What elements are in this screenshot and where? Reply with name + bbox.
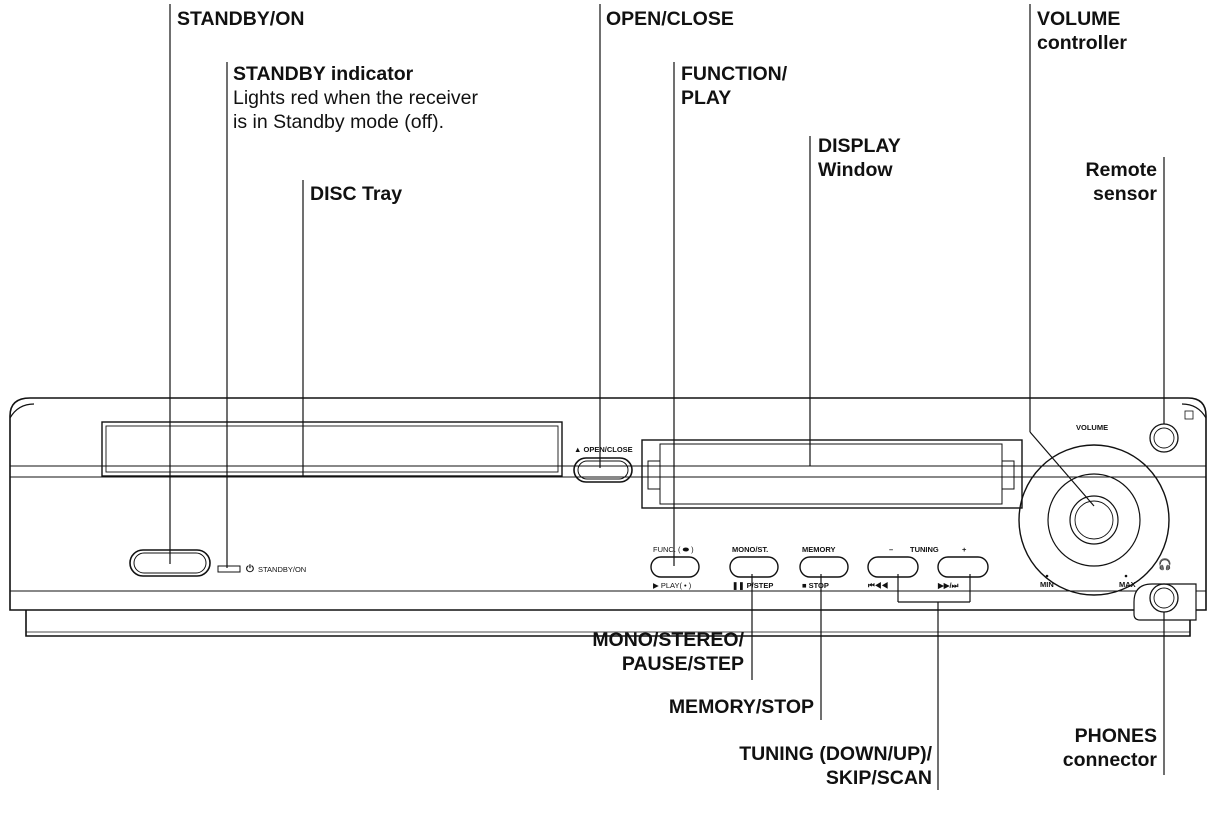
callout-volume-controller: VOLUME controller: [1037, 7, 1127, 55]
tuning-panel-label: TUNING: [910, 545, 939, 554]
skip-back-label: ⏮◀◀: [868, 581, 888, 590]
callout-standby-indicator: STANDBY indicator Lights red when the re…: [233, 62, 478, 134]
standby-power-icon: ⏻: [246, 563, 254, 575]
vol-min-dot: [1045, 574, 1049, 578]
vol-min-label: MIN: [1040, 580, 1054, 589]
callout-phones: PHONES connector: [1063, 724, 1157, 772]
func-play-button[interactable]: [650, 556, 700, 578]
callout-remote-sensor-2: sensor: [1093, 183, 1157, 205]
callout-display-window-2: Window: [818, 159, 893, 181]
memory-panel-label: MEMORY: [802, 545, 835, 554]
vol-max-label: MAX: [1119, 580, 1136, 589]
phones-jack[interactable]: [1133, 583, 1197, 621]
mono-panel-label: MONO/ST.: [732, 545, 768, 554]
callout-volume-controller-2: controller: [1037, 32, 1127, 54]
callout-memory-stop: MEMORY/STOP: [668, 696, 814, 718]
callout-standby-indicator-desc-1: Lights red when the receiver: [233, 87, 478, 109]
open-close-panel-label: ▲ OPEN/CLOSE: [574, 445, 633, 454]
receiver-body: [9, 397, 1207, 637]
callout-function-play-2: PLAY: [681, 87, 732, 109]
callout-remote-sensor: Remote sensor: [1085, 158, 1157, 206]
callout-remote-sensor-1: Remote: [1085, 159, 1157, 181]
standby-panel-label: STANDBY/ON: [258, 565, 306, 574]
callout-tuning-2: SKIP/SCAN: [825, 767, 932, 789]
callout-open-close: OPEN/CLOSE: [606, 8, 734, 30]
callout-display-window: DISPLAY Window: [818, 134, 901, 182]
remote-sensor: [1149, 410, 1194, 453]
stop-panel-label: ■ STOP: [802, 581, 829, 590]
memory-stop-button[interactable]: [799, 556, 849, 578]
callout-mono-stereo: MONO/STEREO/ PAUSE/STEP: [592, 628, 744, 676]
display-window: [641, 439, 1023, 509]
callout-phones-2: connector: [1062, 749, 1157, 771]
tuning-minus-label: –: [889, 545, 893, 554]
tuning-plus-label: +: [962, 545, 967, 554]
open-close-button[interactable]: [573, 457, 633, 483]
disc-tray[interactable]: [101, 421, 563, 477]
callout-tuning: TUNING (DOWN/UP)/ SKIP/SCAN: [739, 742, 932, 790]
mono-st-pause-button[interactable]: [729, 556, 779, 578]
skip-fwd-label: ▶▶/⏭: [937, 581, 960, 590]
volume-knob[interactable]: [1018, 444, 1170, 596]
volume-panel-label: VOLUME: [1076, 423, 1108, 432]
standby-indicator-led: [217, 565, 241, 573]
vol-max-dot: [1124, 574, 1128, 578]
callout-phones-1: PHONES: [1074, 725, 1157, 747]
callout-standby-indicator-desc-2: is in Standby mode (off).: [233, 111, 444, 133]
callout-function-play: FUNCTION/ PLAY: [681, 62, 787, 110]
callout-display-window-1: DISPLAY: [818, 135, 901, 157]
callout-standby-indicator-title: STANDBY indicator: [233, 63, 414, 85]
callout-function-play-1: FUNCTION/: [681, 63, 788, 85]
callout-tuning-1: TUNING (DOWN/UP)/: [739, 743, 932, 765]
callout-mono-stereo-2: PAUSE/STEP: [621, 653, 744, 675]
callout-volume-controller-1: VOLUME: [1037, 8, 1121, 30]
callout-mono-stereo-1: MONO/STEREO/: [592, 629, 744, 651]
callout-disc-tray: DISC Tray: [310, 183, 403, 205]
tuning-down-button[interactable]: [867, 556, 919, 578]
headphone-icon: 🎧: [1158, 558, 1172, 571]
callout-standby-on: STANDBY/ON: [177, 8, 305, 30]
pause-panel-label: ❚❚ P/STEP: [732, 581, 773, 591]
callout-leader-lines: [169, 4, 1165, 790]
play-panel-label: ▶ PLAY( • ): [653, 581, 692, 590]
tuning-up-button[interactable]: [937, 556, 989, 578]
